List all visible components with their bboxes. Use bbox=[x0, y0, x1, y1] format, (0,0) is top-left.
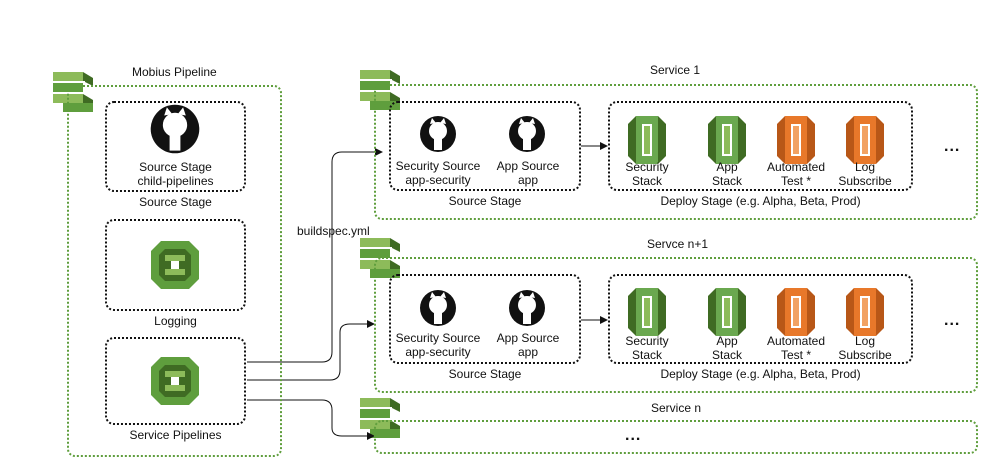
service-1-security-source-name: Security Source bbox=[395, 159, 481, 173]
logging-caption: Logging bbox=[154, 314, 197, 328]
source-stage-name: Source Stage bbox=[139, 160, 212, 174]
service-n1-deploy-caption: Deploy Stage (e.g. Alpha, Beta, Prod) bbox=[660, 367, 861, 381]
service-n1-deploy-test-line2: Test * bbox=[780, 348, 811, 362]
source-stage-caption: Source Stage bbox=[139, 195, 212, 209]
service-n1-app-source-name: App Source bbox=[496, 331, 560, 345]
service-n1-app-source-repo: app bbox=[517, 345, 539, 359]
service-1-deploy-security-line2: Stack bbox=[631, 174, 662, 188]
service-n-title: Service n bbox=[651, 401, 702, 415]
service-1-container bbox=[374, 84, 978, 220]
service-n1-source-stage-box bbox=[389, 274, 581, 364]
buildspec-label: buildspec.yml bbox=[297, 224, 370, 238]
service-1-more: ... bbox=[944, 138, 961, 155]
mobius-pipeline-title: Mobius Pipeline bbox=[132, 65, 217, 79]
service-n1-deploy-app-line1: App bbox=[716, 334, 738, 348]
service-1-title: Service 1 bbox=[650, 63, 701, 77]
service-n1-container bbox=[374, 257, 978, 393]
service-1-deploy-log-line1: Log bbox=[854, 160, 876, 174]
service-1-deploy-app-line2: Stack bbox=[711, 174, 742, 188]
service-n1-deploy-stage-box bbox=[608, 274, 913, 364]
service-1-deploy-caption: Deploy Stage (e.g. Alpha, Beta, Prod) bbox=[660, 194, 861, 208]
mobius-pipeline-container bbox=[67, 85, 282, 457]
service-n1-deploy-security-line2: Stack bbox=[631, 348, 662, 362]
service-1-app-source-name: App Source bbox=[496, 159, 560, 173]
service-n1-deploy-test-line1: Automated bbox=[766, 334, 826, 348]
service-1-deploy-stage-box bbox=[608, 101, 913, 191]
source-stage-box bbox=[105, 101, 246, 192]
service-n1-deploy-app-line2: Stack bbox=[711, 348, 742, 362]
service-n1-more: ... bbox=[944, 312, 961, 329]
service-pipelines-box bbox=[105, 337, 246, 425]
logging-box bbox=[105, 219, 246, 311]
service-n1-deploy-log-line1: Log bbox=[854, 334, 876, 348]
service-n1-deploy-security-line1: Security bbox=[625, 334, 669, 348]
service-1-deploy-app-line1: App bbox=[716, 160, 738, 174]
service-n1-source-caption: Source Stage bbox=[448, 367, 522, 381]
service-n1-title: Servce n+1 bbox=[647, 237, 709, 251]
service-n1-deploy-log-line2: Subscribe bbox=[838, 348, 892, 362]
service-n-more: ... bbox=[625, 427, 642, 444]
service-1-deploy-security-line1: Security bbox=[625, 160, 669, 174]
service-n1-security-source-repo: app-security bbox=[405, 345, 471, 359]
service-1-deploy-log-line2: Subscribe bbox=[838, 174, 892, 188]
service-pipelines-caption: Service Pipelines bbox=[129, 428, 222, 442]
service-1-app-source-repo: app bbox=[517, 173, 539, 187]
service-1-source-stage-box bbox=[389, 101, 581, 191]
service-1-source-caption: Source Stage bbox=[448, 194, 522, 208]
service-1-deploy-test-line1: Automated bbox=[766, 160, 826, 174]
service-1-deploy-test-line2: Test * bbox=[780, 174, 811, 188]
service-1-security-source-repo: app-security bbox=[405, 173, 471, 187]
service-n1-security-source-name: Security Source bbox=[395, 331, 481, 345]
source-stage-repo: child-pipelines bbox=[137, 174, 214, 188]
service-n-container bbox=[374, 420, 978, 454]
